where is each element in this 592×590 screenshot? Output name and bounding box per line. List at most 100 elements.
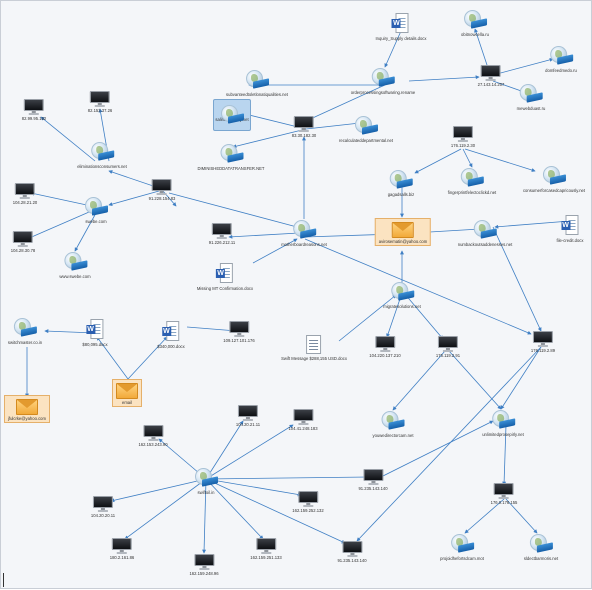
node-icon-wrap [532,331,553,347]
node-icon-wrap [390,281,414,303]
node-label: 180.2.161.86 [109,555,135,560]
node-label: Inquiry_Supply details.docx [375,36,427,41]
node-computer-104-20-20-11[interactable]: 104.20.20.11 [91,496,115,518]
node-computer-104-28-30-78[interactable]: 104.28.30.78 [11,231,35,253]
node-computer-104-220-137-210[interactable]: 104.220.137.210 [369,336,401,358]
node-document-340-000-docx[interactable]: W$340,000.docx [157,321,185,349]
node-web-motherboardreasons-net[interactable]: motherboardreasons.net [281,219,327,247]
node-label: DIMINISHEDDATATRANSFER.NET [197,166,265,171]
node-icon-wrap [375,336,395,352]
node-icon-wrap: email [112,379,142,407]
text-cursor [3,573,4,587]
node-label: obitnowcella.ru [461,32,489,37]
node-computer-91-235-143-140[interactable]: 91.235.143.140 [358,469,388,491]
computer-icon [193,554,214,570]
node-label: 91.235.143.140 [337,558,367,563]
node-computer-104-20-21-11[interactable]: 104.20.21.11 [236,405,260,427]
website-globe-icon [473,219,497,241]
computer-icon [111,538,132,554]
node-label: unlimitedprosepirly.net [482,432,524,437]
computer-icon [375,336,395,352]
node-web-unlimitedprosepirly-net[interactable]: unlimitedprosepirly.net [482,409,524,437]
node-web-mewebduast-ru[interactable]: mewebduast.ru [517,83,545,111]
node-email-email[interactable]: email [112,379,142,407]
node-computer-104-28-21-20[interactable]: 104.28.21.20 [13,183,37,205]
node-computer-82-99-95-162[interactable]: 82.99.95.162 [22,99,46,121]
node-web-projoidhefortsdcam-mot[interactable]: projoidhefortsdcam.mot [440,533,484,561]
node-web-orderprocessingsoftwaring-rename[interactable]: orderprocessingsoftwaring.rename [351,67,415,95]
edge-51 [205,478,264,540]
node-email-jfulcrke-yahoo-com[interactable]: jfulcrke@yahoo.com [4,395,50,423]
node-web-swiftoil-in[interactable]: swiftoil.in [194,467,218,495]
node-web-eliminationsconsumers-net[interactable]: eliminationsconsumers.net [77,141,127,169]
node-computer-176-119-2-89[interactable]: 176.119.2.89 [531,331,555,353]
node-icon-wrap [292,409,313,425]
node-computer-162-159-248-96[interactable]: 162.159.248.96 [189,554,219,576]
node-web-recalculateddepartmental-net[interactable]: recalculateddepartmental.net [339,115,393,143]
node-label: 109.127.101.176 [223,338,255,343]
website-globe-icon [371,67,395,89]
node-web-migratesolutions-net[interactable]: migratesolutions.net [383,281,421,309]
edge-41 [186,326,238,333]
edge-2 [384,30,402,68]
node-computer-82-153-37-26[interactable]: 82.153.37.26 [88,91,112,113]
node-computer-91-235-143-140[interactable]: 91.235.143.140 [337,541,367,563]
node-icon-wrap: W [216,263,234,285]
edge-54 [356,346,542,542]
edge-34 [492,226,542,332]
node-document-80-095-docx[interactable]: W$80,095.docx [82,319,108,347]
node-computer-162-159-251-133[interactable]: 162.159.251.133 [250,538,282,560]
node-label: jfulcrke@yahoo.com [8,416,46,421]
website-globe-icon [542,165,566,187]
website-globe-icon [519,83,543,105]
node-computer-176-119-2-30[interactable]: 176.119.2.30 [451,126,475,148]
website-globe-icon [549,45,573,67]
node-web-www-swebe-com[interactable]: www.swebe.com [59,251,91,279]
node-web-youwedirectorcam-net[interactable]: youwedirectorcam.net [373,410,413,438]
edge-56 [464,498,505,534]
node-web-diminisheddatatransfer-net[interactable]: DIMINISHEDDATATRANSFER.NET [197,143,265,171]
node-computer-162-153-243-90[interactable]: 162.153.243.90 [138,425,168,447]
node-web-sldectbarmoris-net[interactable]: sldectbarmoris.net [524,533,558,561]
node-computer-104-41-248-183[interactable]: 104.41.248.183 [288,409,318,431]
node-web-obitnowcella-ru[interactable]: obitnowcella.ru [461,9,489,37]
node-web-domfeedmedo-ru[interactable]: domfeedmedo.ru [545,45,577,73]
node-icon-wrap [14,183,35,199]
node-label: switchmaster.co.in [7,340,43,345]
node-icon-wrap [371,67,395,89]
node-label: 162.159.252.132 [292,508,324,513]
edge-50 [202,478,207,554]
node-web-subvanteedtoletlonatiqualities-net[interactable]: subvanteedtoletlonatiqualities.net [226,69,288,97]
node-icon-wrap [549,45,573,67]
node-computer-162-159-252-132[interactable]: 162.159.252.132 [292,491,324,513]
node-note-swift-message-288-155-usd-docx[interactable]: Swift Message $288,155 USD.docx [281,335,347,361]
node-web-salinationsday-net[interactable]: salinationsday.net [213,99,251,131]
node-computer-91-226-212-11[interactable]: 91.226.212.11 [209,223,235,245]
node-icon-wrap [213,99,251,131]
node-computer-83-30-182-30[interactable]: 83.30.182.30 [292,116,316,138]
node-icon-wrap [92,496,113,512]
node-web-swebe-com[interactable]: swebe.com [84,196,108,224]
node-web-consumerforcasedcapricously-net[interactable]: consumerforcasedcapricously.net [523,165,585,193]
node-computer-109-127-101-176[interactable]: 109.127.101.176 [223,321,255,343]
node-web-gagadsalls-biz[interactable]: gagadsalls.biz [388,169,414,197]
node-computer-91-228-154-83[interactable]: 91.228.154.83 [149,179,175,201]
node-web-switchmaster-co-in[interactable]: switchmaster.co.in [8,317,42,345]
edge-22 [168,192,298,229]
word-document-icon: W [391,13,410,35]
edge-21 [74,212,97,252]
node-web-fingerprintfelectoclickd-net[interactable]: fingerprintfelectoclickd.net [448,167,496,195]
node-computer-176-119-2-91[interactable]: 176.119.2.91 [436,336,460,358]
node-computer-180-2-161-86[interactable]: 180.2.161.86 [110,538,134,560]
website-globe-icon [491,409,515,431]
node-computer-176-0-178-155[interactable]: 176.0.178.155 [491,483,517,505]
node-computer-27-143-14-207[interactable]: 27.143.14.207 [478,65,504,87]
node-email-avirosematin-yahoo-com[interactable]: avirosematin@yahoo.com [374,218,432,246]
node-web-numbackoutsaddenesses-net[interactable]: numbackoutsaddenesses.net [458,219,512,247]
node-label: fingerprintfelectoclickd.net [447,190,497,195]
edge-9 [232,128,307,149]
